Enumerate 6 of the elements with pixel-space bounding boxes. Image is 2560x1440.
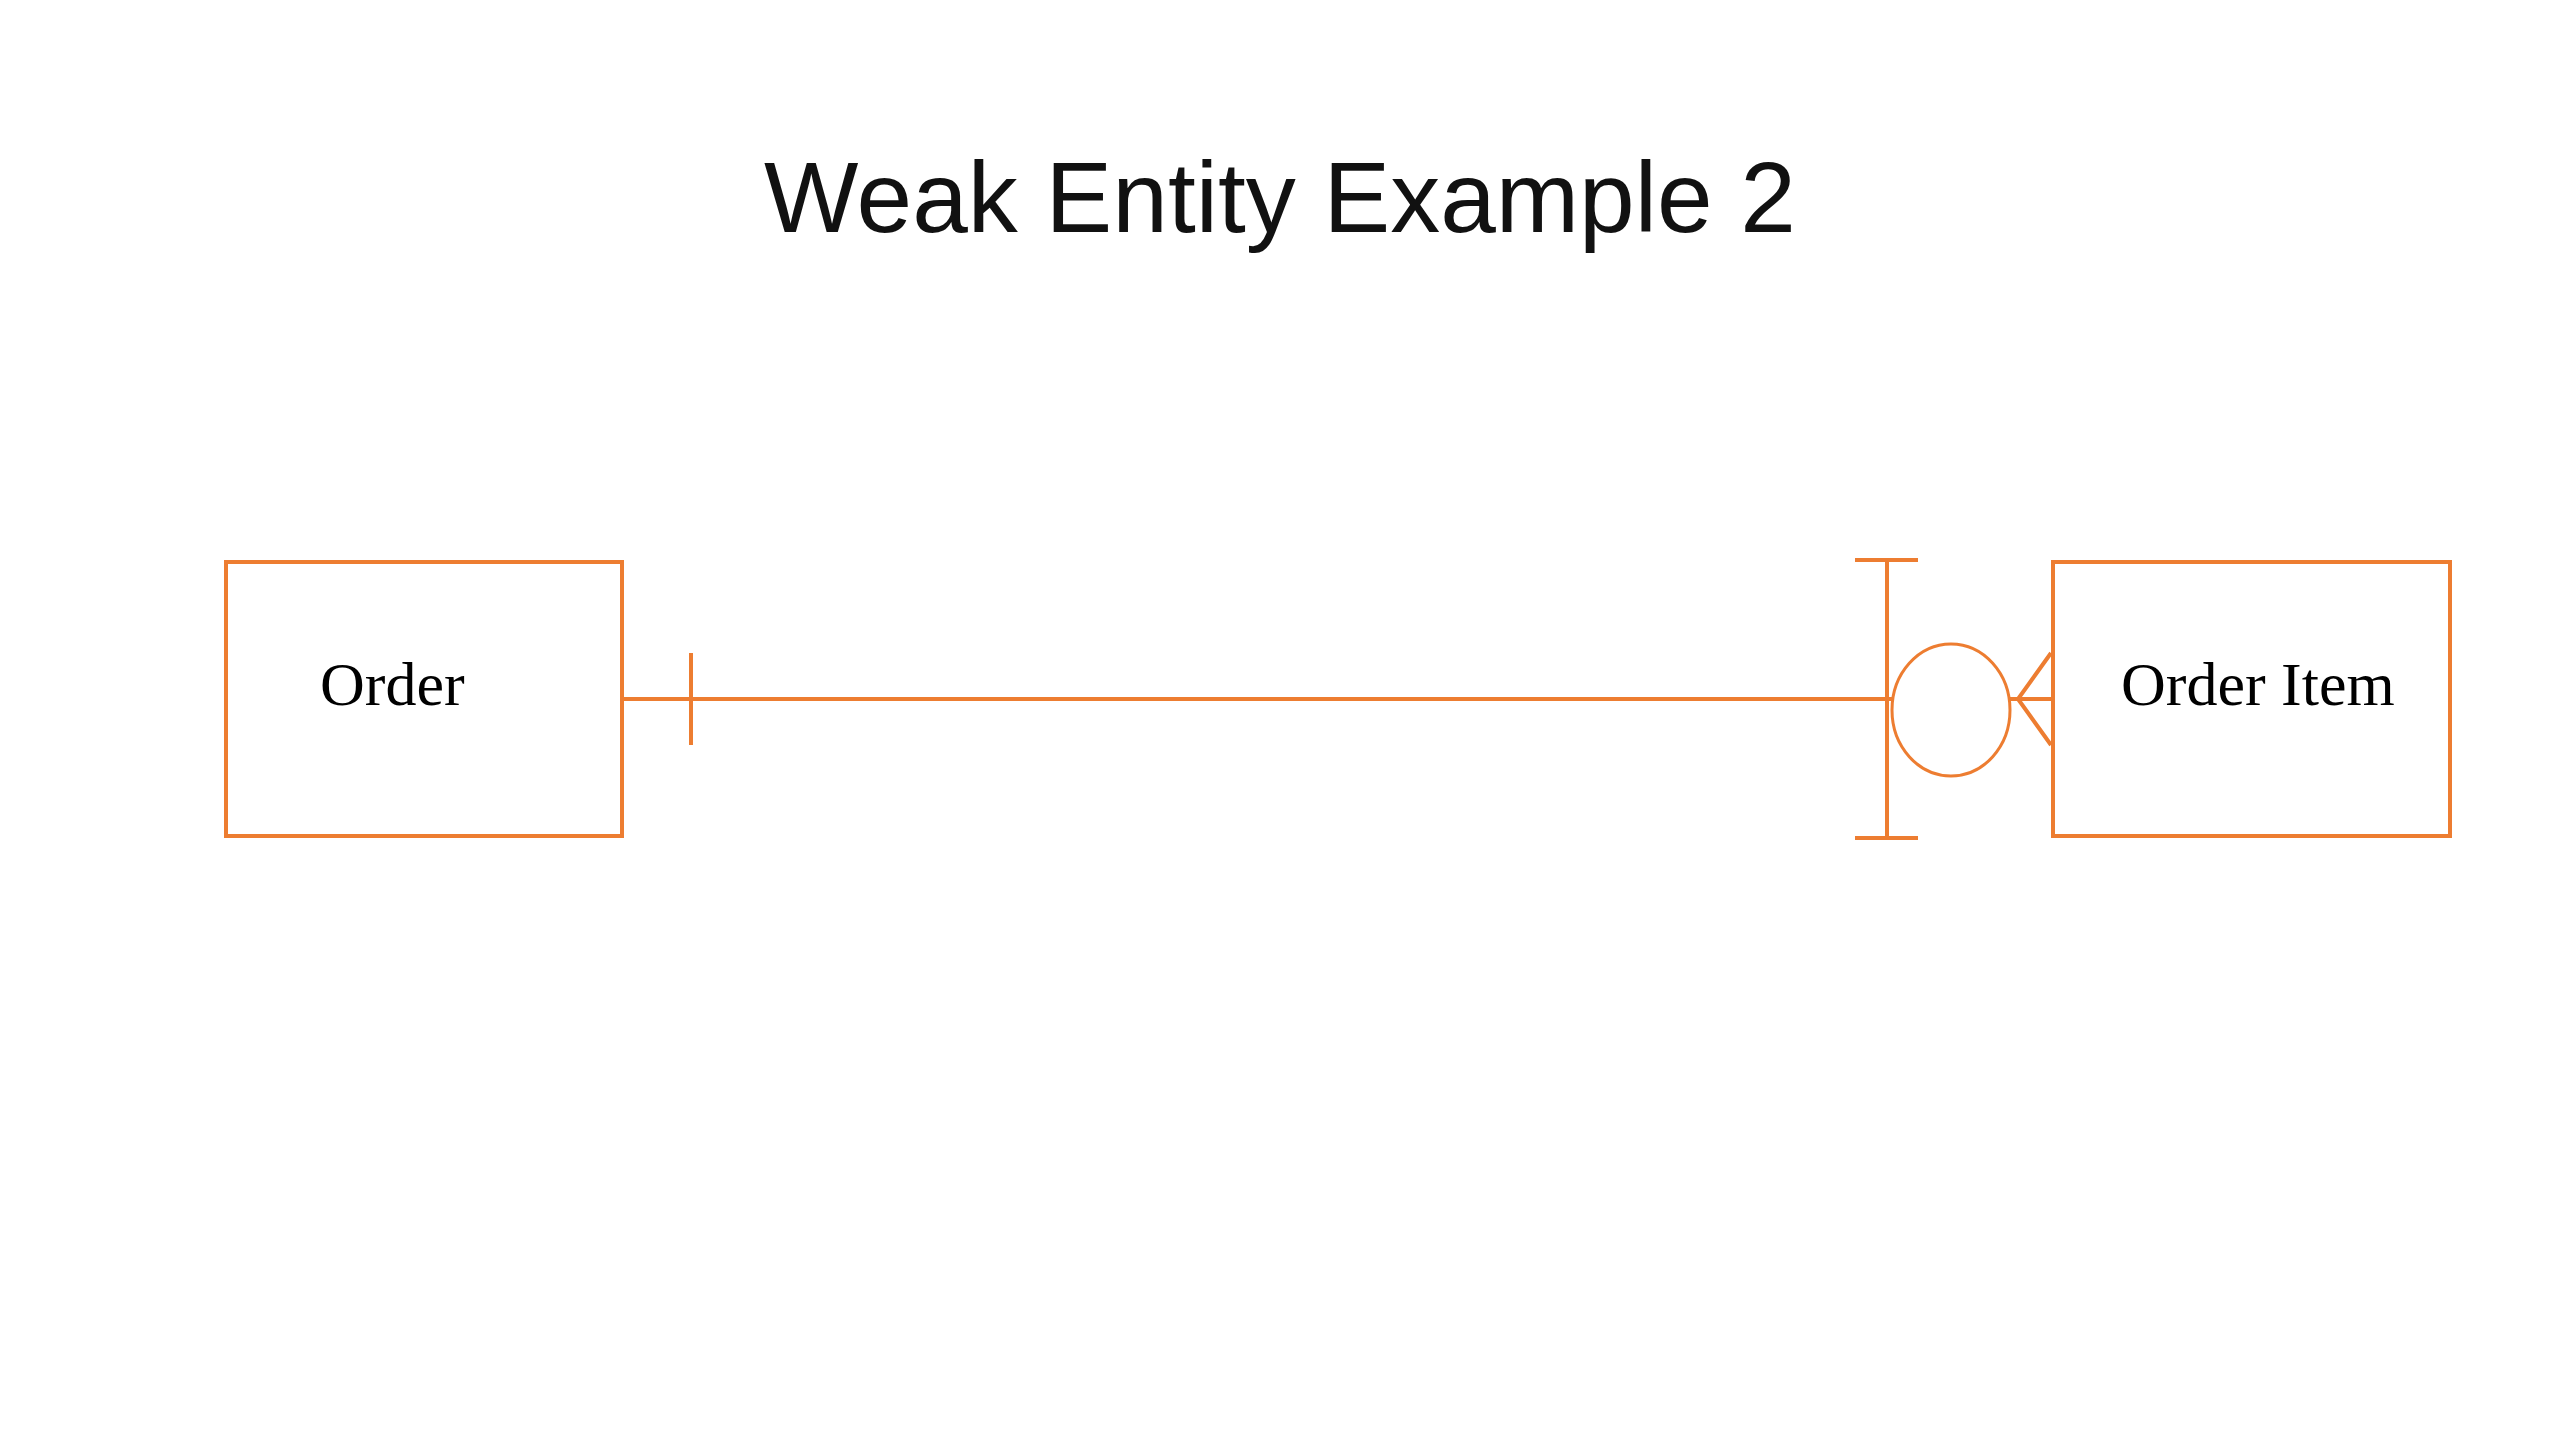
entity-box [2051,560,2452,838]
relationship-line [624,558,2053,840]
entity-name: Order [320,649,465,720]
entity-name: Order Item [2121,649,2395,720]
slide-title: Weak Entity Example 2 [764,140,1796,255]
entity-box [224,560,624,838]
